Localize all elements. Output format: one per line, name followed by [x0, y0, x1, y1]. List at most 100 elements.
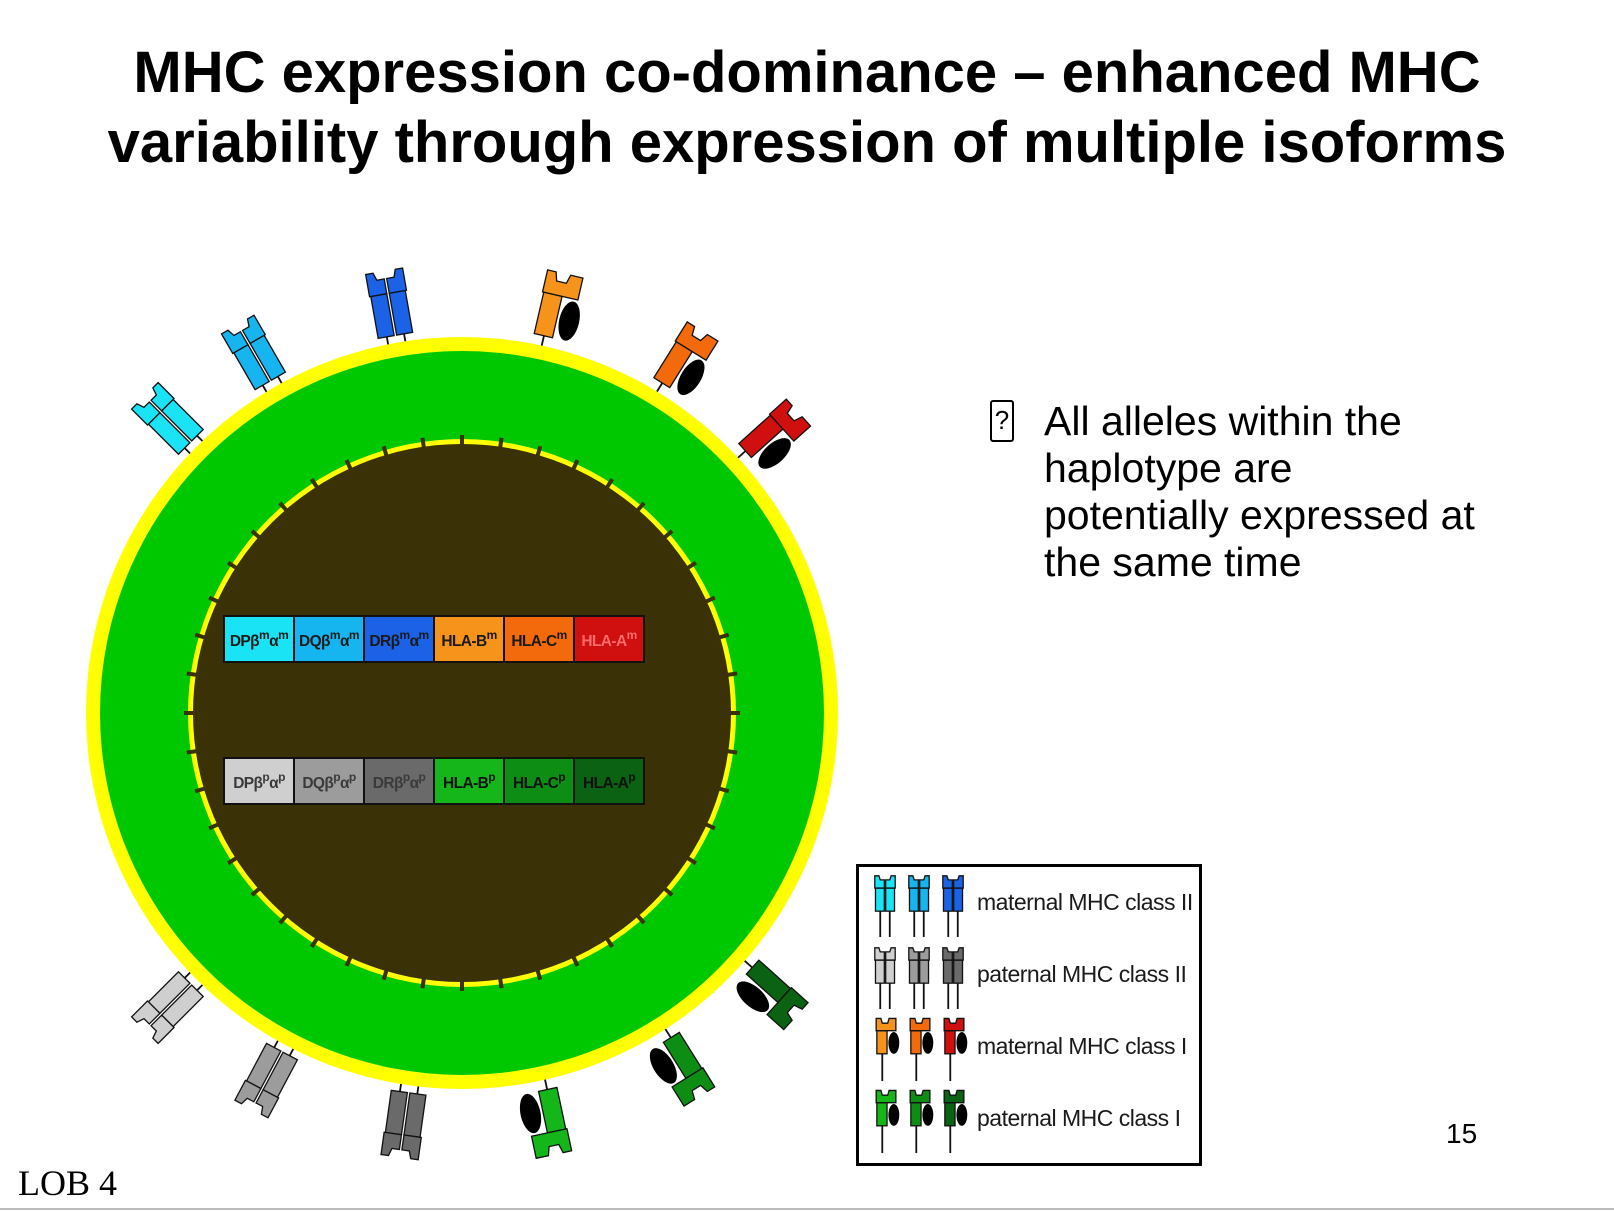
- legend-receptor-icon: [943, 1017, 968, 1081]
- maternal-class-i-icons: [875, 1017, 968, 1081]
- nuclear-pore: [498, 437, 504, 449]
- legend-row-paternal-class-ii: paternal MHC class II: [859, 945, 1199, 1009]
- footer-label: LOB 4: [18, 1163, 117, 1203]
- paternal-class-i-icons: [875, 1089, 968, 1153]
- maternal-class-ii-icons: [874, 875, 964, 937]
- legend-label: maternal MHC class I: [977, 1033, 1187, 1059]
- legend-receptor-icon: [909, 1017, 934, 1081]
- legend-receptor-icon: [875, 1017, 900, 1081]
- legend-receptor-icon: [875, 1089, 900, 1153]
- gene-segment: HLA-Ap: [573, 757, 645, 805]
- gene-segment: DQβpαp: [293, 757, 365, 805]
- nuclear-pore: [663, 529, 674, 540]
- paternal-class-ii-icons: [874, 947, 964, 1009]
- legend-label: maternal MHC class II: [977, 889, 1193, 915]
- legend-label: paternal MHC class II: [977, 961, 1187, 987]
- question-box-icon: ?: [990, 400, 1014, 442]
- footer-divider: [0, 1208, 1614, 1210]
- receptor-paternal-dr: [380, 1044, 427, 1161]
- gene-segment: DRβpαp: [363, 757, 435, 805]
- nuclear-pore: [498, 977, 504, 989]
- nuclear-pore: [718, 632, 730, 640]
- nuclear-pore: [194, 632, 206, 640]
- slide-number: 15: [1446, 1118, 1478, 1149]
- nuclear-pore: [420, 977, 426, 989]
- maternal-haplotype-bar: DPβmαm DQβmαm DRβmαm HLA-Bm HLA-Cm HLA-Am: [223, 615, 645, 663]
- nuclear-pore: [663, 886, 674, 897]
- nuclear-pore: [726, 671, 738, 677]
- nuclear-pore: [704, 595, 716, 604]
- legend-receptor-icon: [874, 947, 896, 1009]
- gene-segment: DRβmαm: [363, 615, 435, 663]
- nuclear-pore: [535, 445, 543, 457]
- gene-label: DRβmαm: [369, 628, 428, 650]
- nuclear-pore: [718, 786, 730, 794]
- gene-label: HLA-Ap: [583, 770, 635, 792]
- gene-segment: DPβpαp: [223, 757, 295, 805]
- nuclear-pore: [186, 749, 198, 755]
- nuclear-pore: [704, 822, 716, 831]
- receptor-paternal-hla-b: [519, 1040, 573, 1160]
- nuclear-pore: [250, 529, 261, 540]
- nuclear-pore: [635, 501, 646, 512]
- nuclear-pore: [535, 969, 543, 981]
- nuclear-pore: [278, 914, 289, 925]
- nuclear-pore: [344, 459, 353, 471]
- legend-label: paternal MHC class I: [977, 1105, 1181, 1131]
- receptor-maternal-dp: [130, 381, 232, 483]
- nuclear-pore: [208, 822, 220, 831]
- nuclear-pore: [344, 955, 353, 967]
- legend-row-maternal-class-i: maternal MHC class I: [859, 1017, 1199, 1081]
- title-line-2: variability through expression of multip…: [107, 110, 1507, 175]
- gene-segment: DPβmαm: [223, 615, 295, 663]
- gene-label: DRβpαp: [373, 770, 426, 792]
- legend-receptor-icon: [943, 1089, 968, 1153]
- gene-segment: DQβmαm: [293, 615, 365, 663]
- nuclear-pore: [571, 459, 580, 471]
- receptor-maternal-hla-b: [531, 269, 584, 385]
- gene-label: HLA-Bp: [443, 770, 495, 792]
- receptor-paternal-hla-c: [643, 994, 716, 1107]
- legend-receptor-icon: [908, 875, 930, 937]
- nuclear-pore: [571, 955, 580, 967]
- nuclear-pore: [227, 561, 238, 570]
- nuclear-pore: [186, 671, 198, 677]
- nuclear-pore: [278, 501, 289, 512]
- nuclear-pore: [635, 914, 646, 925]
- gene-segment: HLA-Cp: [503, 757, 575, 805]
- gene-segment: HLA-Am: [573, 615, 645, 663]
- slide-title: MHC expression co-dominance – enhanced M…: [0, 38, 1614, 178]
- gene-label: DPβmαm: [230, 628, 288, 650]
- gene-label: HLA-Bm: [441, 628, 496, 650]
- nuclear-pore: [250, 886, 261, 897]
- nuclear-pore: [208, 595, 220, 604]
- nuclear-pore: [381, 969, 389, 981]
- nuclear-pore: [686, 856, 697, 865]
- bullet-text: All alleles within the haplotype are pot…: [1044, 398, 1475, 585]
- nuclear-pore: [420, 437, 426, 449]
- title-line-1: MHC expression co-dominance – enhanced M…: [133, 40, 1481, 105]
- gene-label: HLA-Am: [581, 628, 636, 650]
- gene-label: HLA-Cm: [511, 628, 566, 650]
- gene-label: DQβmαm: [299, 628, 359, 650]
- gene-label: DQβpαp: [302, 770, 356, 792]
- nuclear-pore: [194, 786, 206, 794]
- nuclear-pore: [726, 749, 738, 755]
- legend-row-paternal-class-i: paternal MHC class I: [859, 1089, 1199, 1153]
- legend-receptor-icon: [908, 947, 930, 1009]
- nuclear-pore: [381, 445, 389, 457]
- nuclear-pore: [605, 937, 614, 948]
- nucleus: [193, 444, 731, 982]
- nuclear-pore: [227, 856, 238, 865]
- gene-segment: HLA-Cm: [503, 615, 575, 663]
- nuclear-pore: [310, 937, 319, 948]
- gene-label: HLA-Cp: [513, 770, 565, 792]
- legend: maternal MHC class II paternal MHC class…: [856, 864, 1202, 1166]
- nuclear-pore: [686, 561, 697, 570]
- gene-label: DPβpαp: [233, 770, 285, 792]
- gene-segment: HLA-Bp: [433, 757, 505, 805]
- nuclear-pores: [184, 435, 740, 991]
- gene-segment: HLA-Bm: [433, 615, 505, 663]
- legend-receptor-icon: [942, 947, 964, 1009]
